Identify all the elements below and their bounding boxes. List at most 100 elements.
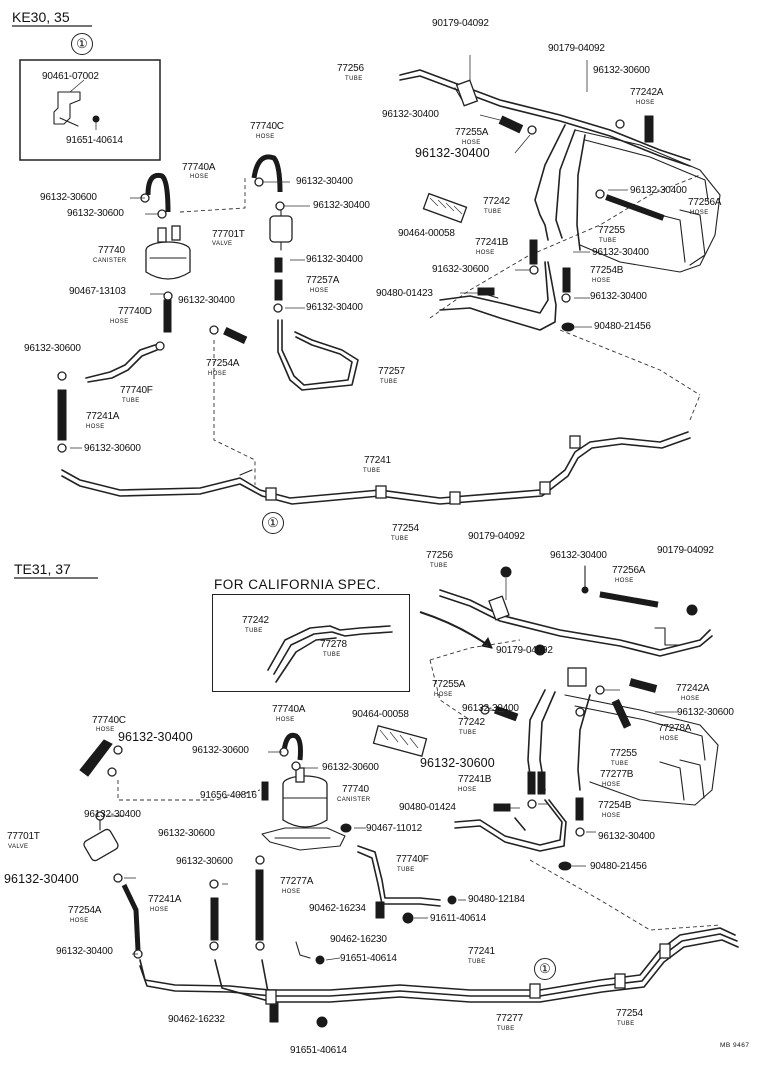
tag-hose-77740a: HOSE (190, 174, 209, 180)
label-91651-40614: 91651-40614 (66, 135, 123, 146)
bottom-tube-77241 (139, 927, 736, 991)
tag-b-hose-77740a: HOSE (276, 717, 295, 723)
top-hose-77256a (605, 194, 665, 221)
label-b-77242a: 77242A (676, 683, 710, 694)
label-b-96132-30400-g: 96132-30400 (56, 946, 113, 957)
label-b-96132-30600-f: 96132-30600 (176, 856, 233, 867)
tag-canister-77740: CANISTER (93, 258, 127, 264)
label-b-90480-21456: 90480-21456 (590, 861, 647, 872)
bottom-hose-77277a (255, 869, 264, 941)
tag-b-tube-77278: TUBE (323, 652, 341, 658)
label-b-96132-30600-b: 96132-30600 (192, 745, 249, 756)
label-b-90462-16234: 90462-16234 (309, 903, 366, 914)
tag-b-hose-77256a: HOSE (615, 578, 634, 584)
label-b-96132-30600-c: 96132-30600 (322, 762, 379, 773)
label-b-77277a: 77277A (280, 876, 314, 887)
tag-b-tube-77277: TUBE (497, 1026, 515, 1032)
tag-b-tube-77255: TUBE (611, 761, 629, 767)
label-b-90179-04092-b: 90179-04092 (657, 545, 714, 556)
tag-tube-77254: TUBE (391, 536, 409, 542)
bottom-tube-77256 (439, 589, 711, 651)
tag-tube-77740f: TUBE (122, 398, 140, 404)
top-hose-77242a (644, 115, 654, 143)
label-90179-04092-b: 90179-04092 (548, 43, 605, 54)
label-77242a: 77242A (630, 87, 664, 98)
label-77241: 77241 (364, 455, 391, 466)
top-hose-77740c (251, 154, 283, 193)
california-spec-title: FOR CALIFORNIA SPEC. (214, 577, 381, 592)
label-b-90462-16230: 90462-16230 (330, 934, 387, 945)
label-b-77242-cal: 77242 (242, 615, 269, 626)
tag-b-valve-77701t: VALVE (8, 844, 29, 850)
label-77257a: 77257A (306, 275, 340, 286)
tag-b-hose-77278a: HOSE (660, 736, 679, 742)
tag-b-canister-77740: CANISTER (337, 797, 371, 803)
footer-code: MB 9467 (720, 1042, 750, 1049)
top-hose-77254b (562, 267, 571, 293)
top-hose-77241b (529, 239, 538, 265)
top-hose-77740d (163, 299, 172, 333)
label-77254a: 77254A (206, 358, 240, 369)
label-b-90467-11012: 90467-11012 (366, 823, 423, 834)
label-b-90462-16232: 90462-16232 (168, 1014, 225, 1025)
label-b-77740f: 77740F (396, 854, 429, 865)
top-canister-77740 (145, 225, 191, 280)
label-96132-30600-c: 96132-30600 (67, 208, 124, 219)
label-b-96132-30400-b: 96132-30400 (462, 703, 519, 714)
tag-b-tube-77256: TUBE (430, 563, 448, 569)
label-b-96132-30600-e: 96132-30600 (158, 828, 215, 839)
label-77241b: 77241B (475, 237, 509, 248)
label-90179-04092-a: 90179-04092 (432, 18, 489, 29)
california-inset-tubes (267, 625, 393, 683)
bottom-hose-77254b (575, 797, 584, 821)
label-77257: 77257 (378, 366, 405, 377)
label-b-90464-00058: 90464-00058 (352, 709, 409, 720)
label-b-96132-30400-f: 96132-30400 (4, 872, 79, 886)
label-b-77241b: 77241B (458, 774, 492, 785)
label-b-77701t: 77701T (7, 831, 40, 842)
label-96132-30400-i: 96132-30400 (592, 247, 649, 258)
label-b-90179-04092-a: 90179-04092 (468, 531, 525, 542)
bottom-section-title: TE31, 37 (14, 561, 71, 577)
label-77740a: 77740A (182, 162, 216, 173)
label-b-77254a: 77254A (68, 905, 102, 916)
top-valve-77701t (269, 209, 293, 251)
label-90480-21456: 90480-21456 (594, 321, 651, 332)
label-96132-30400-a: 96132-30400 (382, 109, 439, 120)
main-ref-mark-bottom: ① (534, 958, 556, 980)
label-77701t: 77701T (212, 229, 245, 240)
label-96132-30400-b: 96132-30400 (415, 146, 490, 160)
label-b-77740: 77740 (342, 784, 369, 795)
top-tube-77257 (277, 319, 359, 391)
top-tube-77242 (534, 124, 566, 241)
tag-hose-77241b: HOSE (476, 250, 495, 256)
label-96132-30400-h: 96132-30400 (630, 185, 687, 196)
tag-tube-77257: TUBE (380, 379, 398, 385)
bottom-tube-77277 (139, 933, 738, 997)
label-77242: 77242 (483, 196, 510, 207)
top-hose-77740a (145, 172, 171, 213)
top-fuel-tank (574, 129, 721, 273)
tag-b-tube-77254: TUBE (617, 1021, 635, 1027)
tag-hose-77740c: HOSE (256, 134, 275, 140)
tag-tube-77256: TUBE (345, 76, 363, 82)
label-b-77254: 77254 (616, 1008, 643, 1019)
label-90461-07002: 90461-07002 (42, 71, 99, 82)
label-b-77241: 77241 (468, 946, 495, 957)
bottom-hose-77241b (527, 771, 536, 795)
label-77740f: 77740F (120, 385, 153, 396)
bottom-fuel-tank (564, 694, 719, 806)
label-77256: 77256 (337, 63, 364, 74)
top-section-title: KE30, 35 (12, 9, 70, 25)
label-b-90179-04092-c: 90179-04092 (496, 645, 553, 656)
tag-hose-77242a: HOSE (636, 100, 655, 106)
label-96132-30400-g: 96132-30400 (306, 302, 363, 313)
label-77256a: 77256A (688, 197, 722, 208)
bottom-hose-77255a (493, 705, 519, 722)
top-hose-77257a (274, 279, 283, 301)
label-b-77255: 77255 (610, 748, 637, 759)
label-96132-30600-a: 96132-30600 (593, 65, 650, 76)
top-inset-box (19, 59, 161, 161)
tag-hose-77254b: HOSE (592, 278, 611, 284)
